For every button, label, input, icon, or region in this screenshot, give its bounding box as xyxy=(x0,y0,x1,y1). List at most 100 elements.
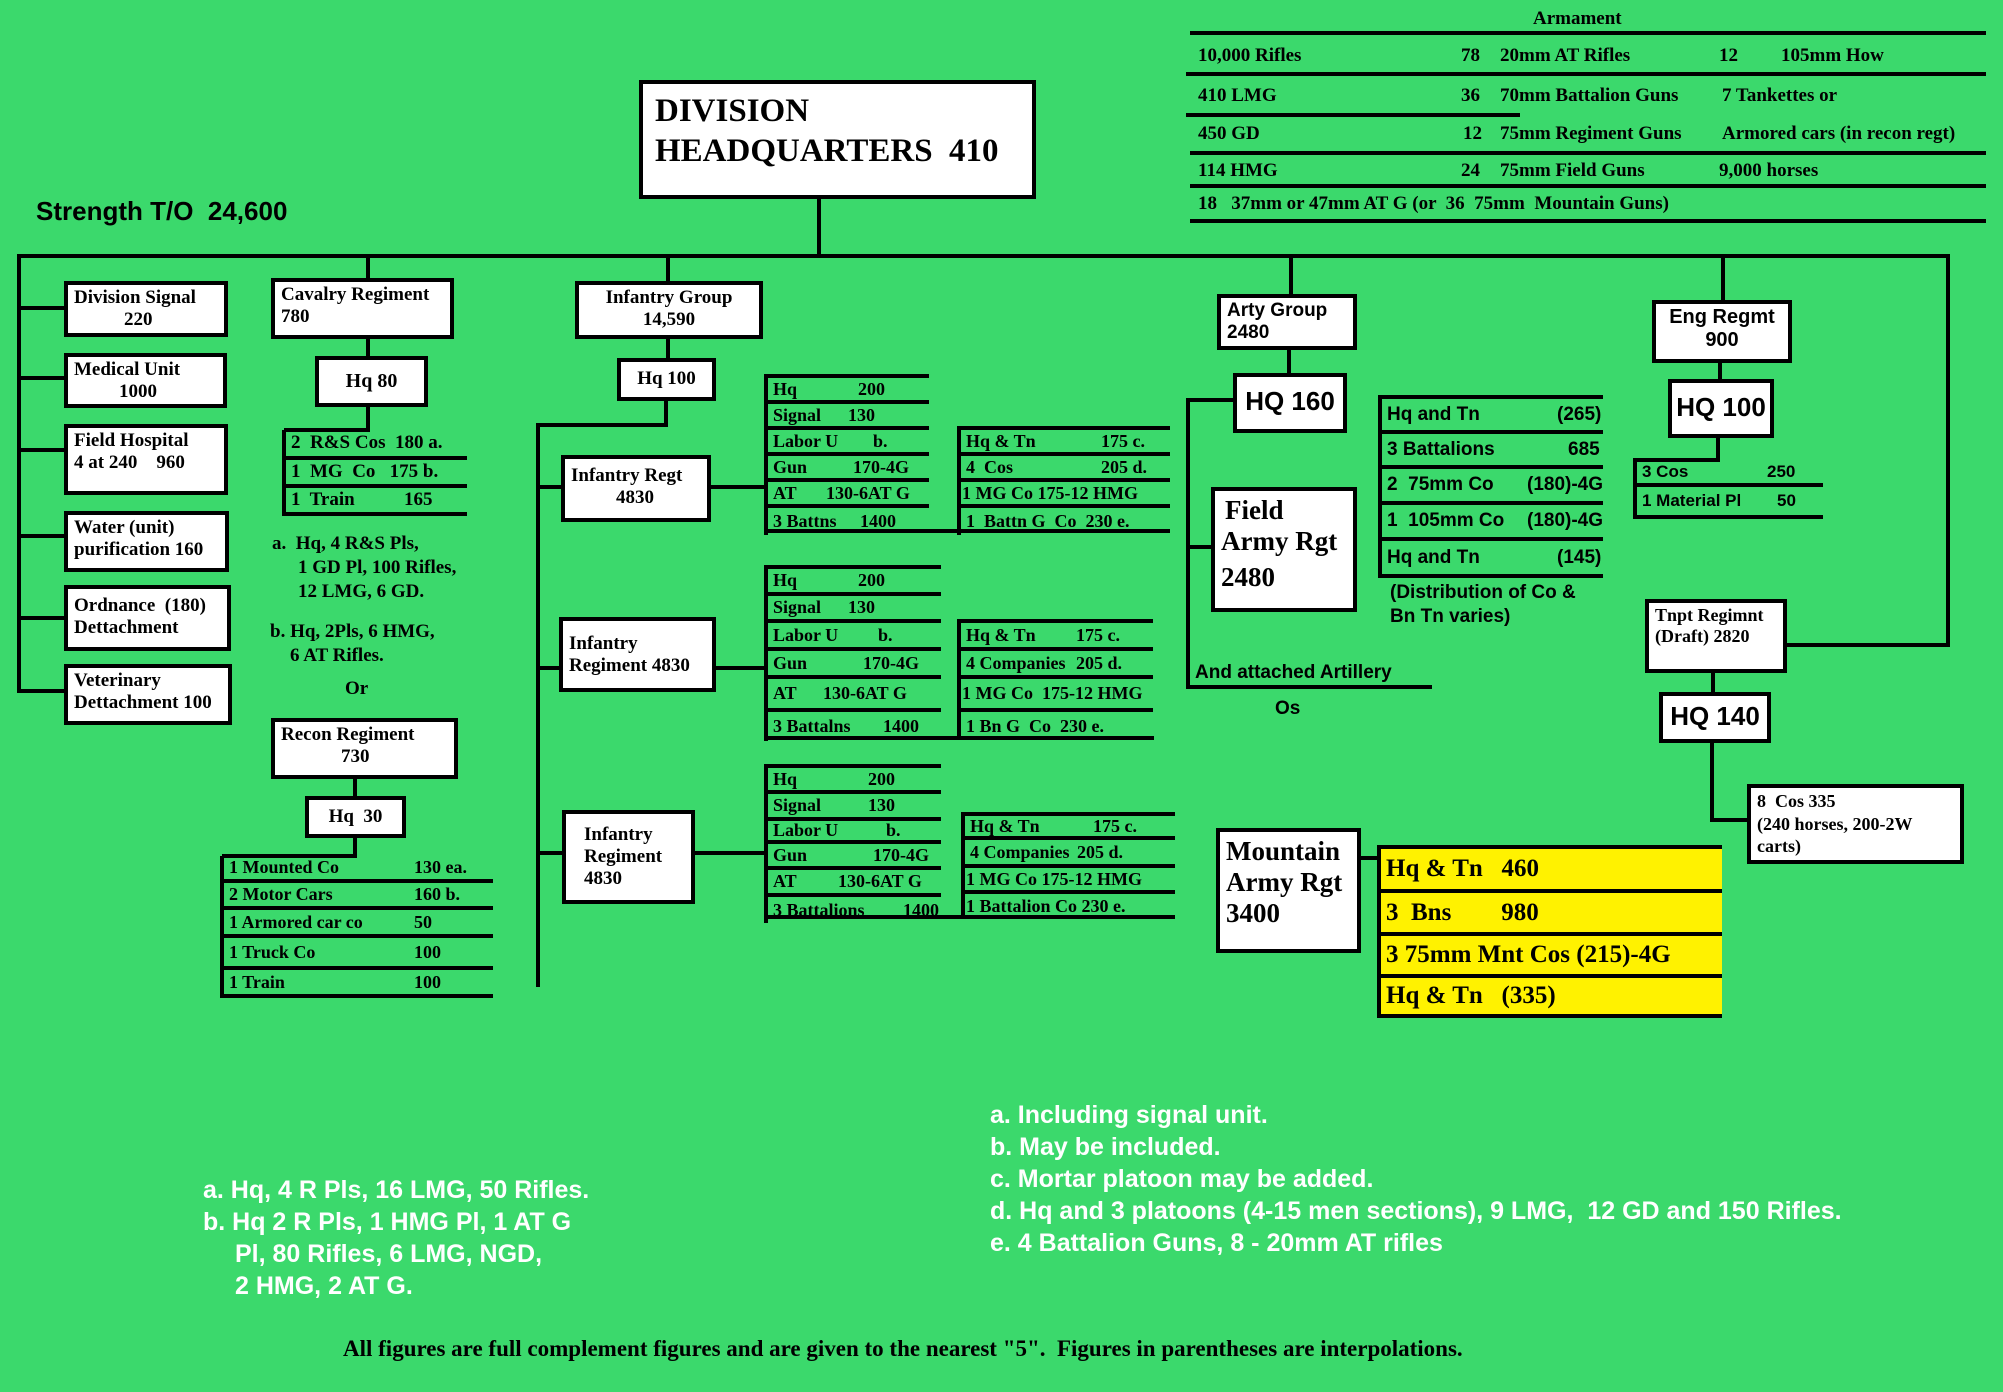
engineer-regiment-box[interactable]: Eng Regmt 900 xyxy=(1652,300,1792,363)
row-label: 2 R&S Cos 180 a. xyxy=(291,432,443,453)
footnote: 2 HMG, 2 AT G. xyxy=(235,1272,413,1300)
unit-strength: 14,590 xyxy=(642,308,696,330)
connector xyxy=(710,485,766,489)
footnotes-right: a. Including signal unit. b. May be incl… xyxy=(990,1099,1842,1259)
connector xyxy=(366,406,370,432)
unit-strength: Dettachment 100 xyxy=(74,691,212,713)
hq-strength: Hq 30 xyxy=(328,806,383,827)
unit-name: Ordnance (180) xyxy=(74,595,206,616)
field-army-regiment-box[interactable]: Field Army Rgt 2480 xyxy=(1211,487,1357,612)
connector xyxy=(1946,254,1950,647)
unit-name: Field Hospital xyxy=(74,430,189,451)
table-row: Hq and Tn(265) xyxy=(1382,399,1603,434)
divider xyxy=(1190,184,1986,188)
divider xyxy=(1190,113,1520,117)
unit-strength: 4830 xyxy=(584,867,622,889)
row-label: Labor U xyxy=(773,624,839,645)
ordnance-box[interactable]: Ordnance (180) Dettachment xyxy=(64,585,231,651)
connector xyxy=(1718,362,1722,381)
unit-strength: 900 xyxy=(1705,329,1739,351)
row-value: 175 c. xyxy=(1093,815,1137,836)
connector xyxy=(536,423,540,987)
transport-hq-box[interactable]: HQ 140 xyxy=(1659,692,1771,743)
connector xyxy=(17,254,21,693)
cavalry-regiment-box[interactable]: Cavalry Regiment 780 xyxy=(271,278,454,339)
row-label: Hq & Tn xyxy=(966,430,1036,451)
note-line: (Distribution of Co & xyxy=(1390,582,1576,603)
field-hospital-box[interactable]: Field Hospital 4 at 240 960 xyxy=(64,424,228,495)
row-value: 100 xyxy=(414,941,441,962)
connector xyxy=(353,778,357,798)
row-label: Gun xyxy=(773,844,808,865)
arty-group-box[interactable]: Arty Group 2480 xyxy=(1217,294,1357,350)
mountain-army-regiment-box[interactable]: Mountain Army Rgt 3400 xyxy=(1216,828,1361,953)
row-label: Hq & Tn 460 xyxy=(1386,855,1540,882)
row-label: 4 Cos xyxy=(966,456,1014,477)
row-value: 130 ea. xyxy=(414,857,467,877)
unit-name: Infantry xyxy=(569,633,638,654)
note-line: Bn Tn varies) xyxy=(1390,606,1511,627)
connector xyxy=(664,400,668,427)
medical-unit-box[interactable]: Medical Unit 1000 xyxy=(64,353,227,408)
recon-regiment-box[interactable]: Recon Regiment 730 xyxy=(271,718,458,779)
connector xyxy=(536,851,564,855)
infantry-group-box[interactable]: Infantry Group 14,590 xyxy=(575,281,763,339)
armament-cell: 75mm Field Guns xyxy=(1500,160,1645,181)
divider xyxy=(1190,31,1986,35)
infantry-regiment-box[interactable]: Infantry Regiment 4830 xyxy=(562,810,695,904)
hq-strength: Hq 80 xyxy=(345,370,398,392)
division-headquarters-box[interactable]: DIVISION HEADQUARTERS 410 xyxy=(639,80,1036,199)
unit-strength: Dettachment xyxy=(74,616,179,638)
row-label: Gun xyxy=(773,456,808,477)
os-label: Os xyxy=(1275,698,1301,719)
infantry-regiment-box[interactable]: Infantry Regt 4830 xyxy=(561,455,711,522)
infantry-regiment-box[interactable]: Infantry Regiment 4830 xyxy=(559,617,716,692)
row-value: 175 c. xyxy=(1076,624,1120,645)
row-label: 3 Battns xyxy=(773,511,837,531)
row-value: 130 xyxy=(848,597,875,617)
transport-companies-box[interactable]: 8 Cos 335 (240 horses, 200-2W carts) xyxy=(1747,784,1964,864)
division-signal-box[interactable]: Division Signal 220 xyxy=(64,281,228,337)
divider xyxy=(1190,219,1986,223)
note-line: 12 LMG, 6 GD. xyxy=(298,581,425,602)
cavalry-hq-box[interactable]: Hq 80 xyxy=(315,356,428,407)
engineer-hq-box[interactable]: HQ 100 xyxy=(1668,379,1774,438)
transport-regiment-box[interactable]: Tnpt Regimnt (Draft) 2820 xyxy=(1645,599,1787,673)
note-line: 1 GD Pl, 100 Rifles, xyxy=(298,557,457,578)
row-value: 250 xyxy=(1767,461,1796,481)
row-label: 2 75mm Co xyxy=(1387,474,1494,495)
veterinary-box[interactable]: Veterinary Dettachment 100 xyxy=(64,664,232,725)
row-label: 3 Bns 980 xyxy=(1386,898,1539,926)
row-value: (180)-4G xyxy=(1527,510,1604,531)
water-purification-box[interactable]: Water (unit) purification 160 xyxy=(64,511,229,572)
recon-hq-box[interactable]: Hq 30 xyxy=(305,796,406,838)
row-value: 50 xyxy=(1777,491,1796,510)
row-label: 2 Motor Cars xyxy=(229,884,333,904)
hq-strength: HQ 140 xyxy=(1670,701,1760,731)
arty-hq-box[interactable]: HQ 160 xyxy=(1233,373,1347,433)
infantry-group-hq-box[interactable]: Hq 100 xyxy=(617,358,716,401)
connector xyxy=(817,198,821,258)
table-row: Hq & Tn 460 xyxy=(1381,849,1722,893)
unit-name: Division Signal xyxy=(74,287,196,308)
row-label: 1 MG Co 175-12 HMG xyxy=(962,683,1143,703)
row-value: 200 xyxy=(858,378,885,399)
unit-strength: Regiment 4830 xyxy=(569,654,690,676)
unit-strength: 780 xyxy=(281,305,310,327)
